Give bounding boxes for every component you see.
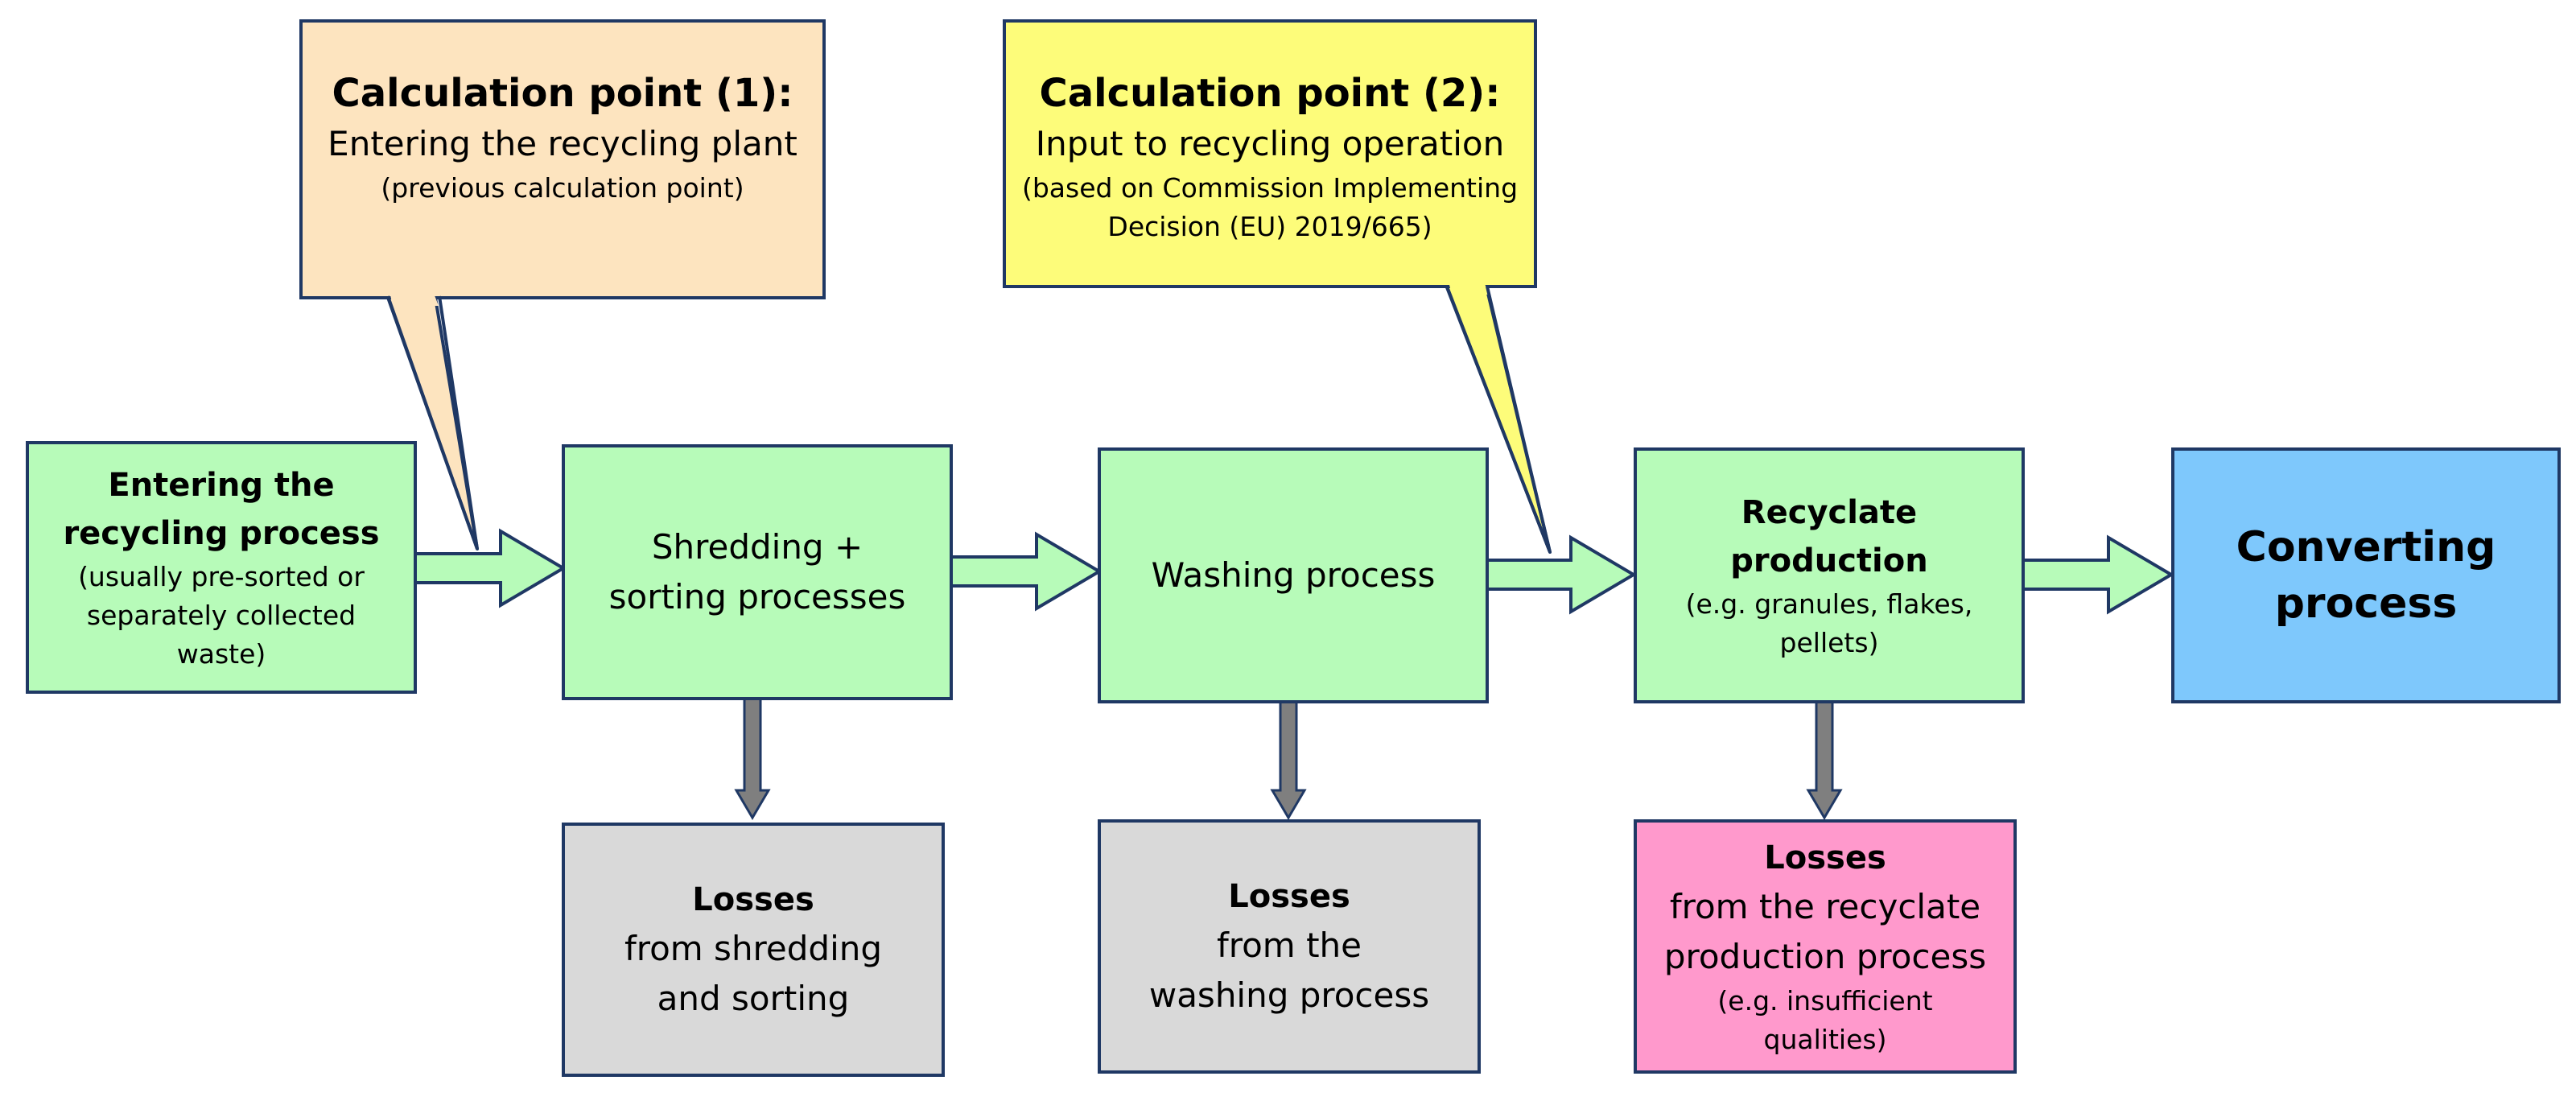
losses-washing-line-2: washing process — [1148, 975, 1430, 1015]
entering-sub-line-3: waste) — [176, 638, 266, 670]
entering-sub-line-2: separately collected — [86, 600, 357, 631]
entering-sub-line-1: (usually pre-sorted or — [78, 561, 365, 592]
converting-line-1: Converting — [2236, 523, 2496, 571]
losses-recyclate-box: Losses from the recyclate production pro… — [1634, 819, 2017, 1074]
shredding-line-1: Shredding + — [651, 527, 863, 567]
callout-2-title: Calculation point (2): — [1039, 71, 1501, 116]
callout-1-text: Entering the recycling plant — [328, 124, 798, 163]
recyclate-title-line-2: production — [1730, 542, 1928, 579]
shredding-sorting-box: Shredding + sorting processes — [562, 444, 953, 700]
callout-1-note: (previous calculation point) — [381, 172, 744, 204]
losses-washing-title: Losses — [1228, 878, 1350, 915]
converting-line-2: process — [2274, 579, 2458, 628]
callout-1-title: Calculation point (1): — [332, 71, 793, 116]
entering-recycling-process-box: Entering the recycling process (usually … — [26, 441, 417, 694]
losses-recyclate-title: Losses — [1764, 839, 1886, 876]
washing-process-box: Washing process — [1098, 447, 1489, 703]
recyclate-production-box: Recyclate production (e.g. granules, fla… — [1634, 447, 2025, 703]
flow-arrow-3 — [1484, 534, 1637, 615]
recyclate-title-line-1: Recyclate — [1741, 494, 1918, 531]
washing-line-1: Washing process — [1151, 555, 1436, 595]
down-arrow-3 — [1806, 700, 1843, 820]
shredding-line-2: sorting processes — [608, 577, 906, 616]
converting-process-box: Converting process — [2171, 447, 2561, 703]
recyclate-sub-line-1: (e.g. granules, flakes, — [1685, 588, 1973, 620]
calculation-point-1-callout: Calculation point (1): Entering the recy… — [299, 19, 826, 299]
losses-shredding-box: Losses from shredding and sorting — [562, 823, 945, 1077]
flow-arrow-2 — [949, 531, 1103, 612]
losses-recyclate-line-2: production process — [1663, 937, 1987, 976]
losses-shredding-title: Losses — [692, 881, 814, 918]
losses-recyclate-sub-line-1: (e.g. insufficient — [1717, 985, 1933, 1016]
losses-washing-line-1: from the — [1216, 926, 1362, 965]
losses-shredding-line-2: and sorting — [657, 979, 850, 1018]
callout-2-note-line-1: (based on Commission Implementing — [1021, 172, 1519, 204]
entering-title-line-2: recycling process — [63, 515, 380, 552]
recyclate-sub-line-2: pellets) — [1779, 627, 1879, 658]
callout-2-note-line-2: Decision (EU) 2019/665) — [1107, 211, 1432, 242]
callout-2-text: Input to recycling operation — [1035, 124, 1505, 163]
losses-recyclate-line-1: from the recyclate — [1669, 887, 1981, 926]
losses-washing-box: Losses from the washing process — [1098, 819, 1481, 1074]
entering-title-line-1: Entering the — [108, 467, 335, 504]
flow-arrow-1 — [413, 528, 567, 608]
down-arrow-2 — [1270, 700, 1307, 820]
losses-shredding-line-1: from shredding — [624, 929, 883, 968]
flow-arrow-4 — [2020, 534, 2174, 615]
calculation-point-2-callout: Calculation point (2): Input to recyclin… — [1003, 19, 1537, 288]
down-arrow-1 — [734, 697, 771, 820]
losses-recyclate-sub-line-2: qualities) — [1763, 1024, 1887, 1055]
